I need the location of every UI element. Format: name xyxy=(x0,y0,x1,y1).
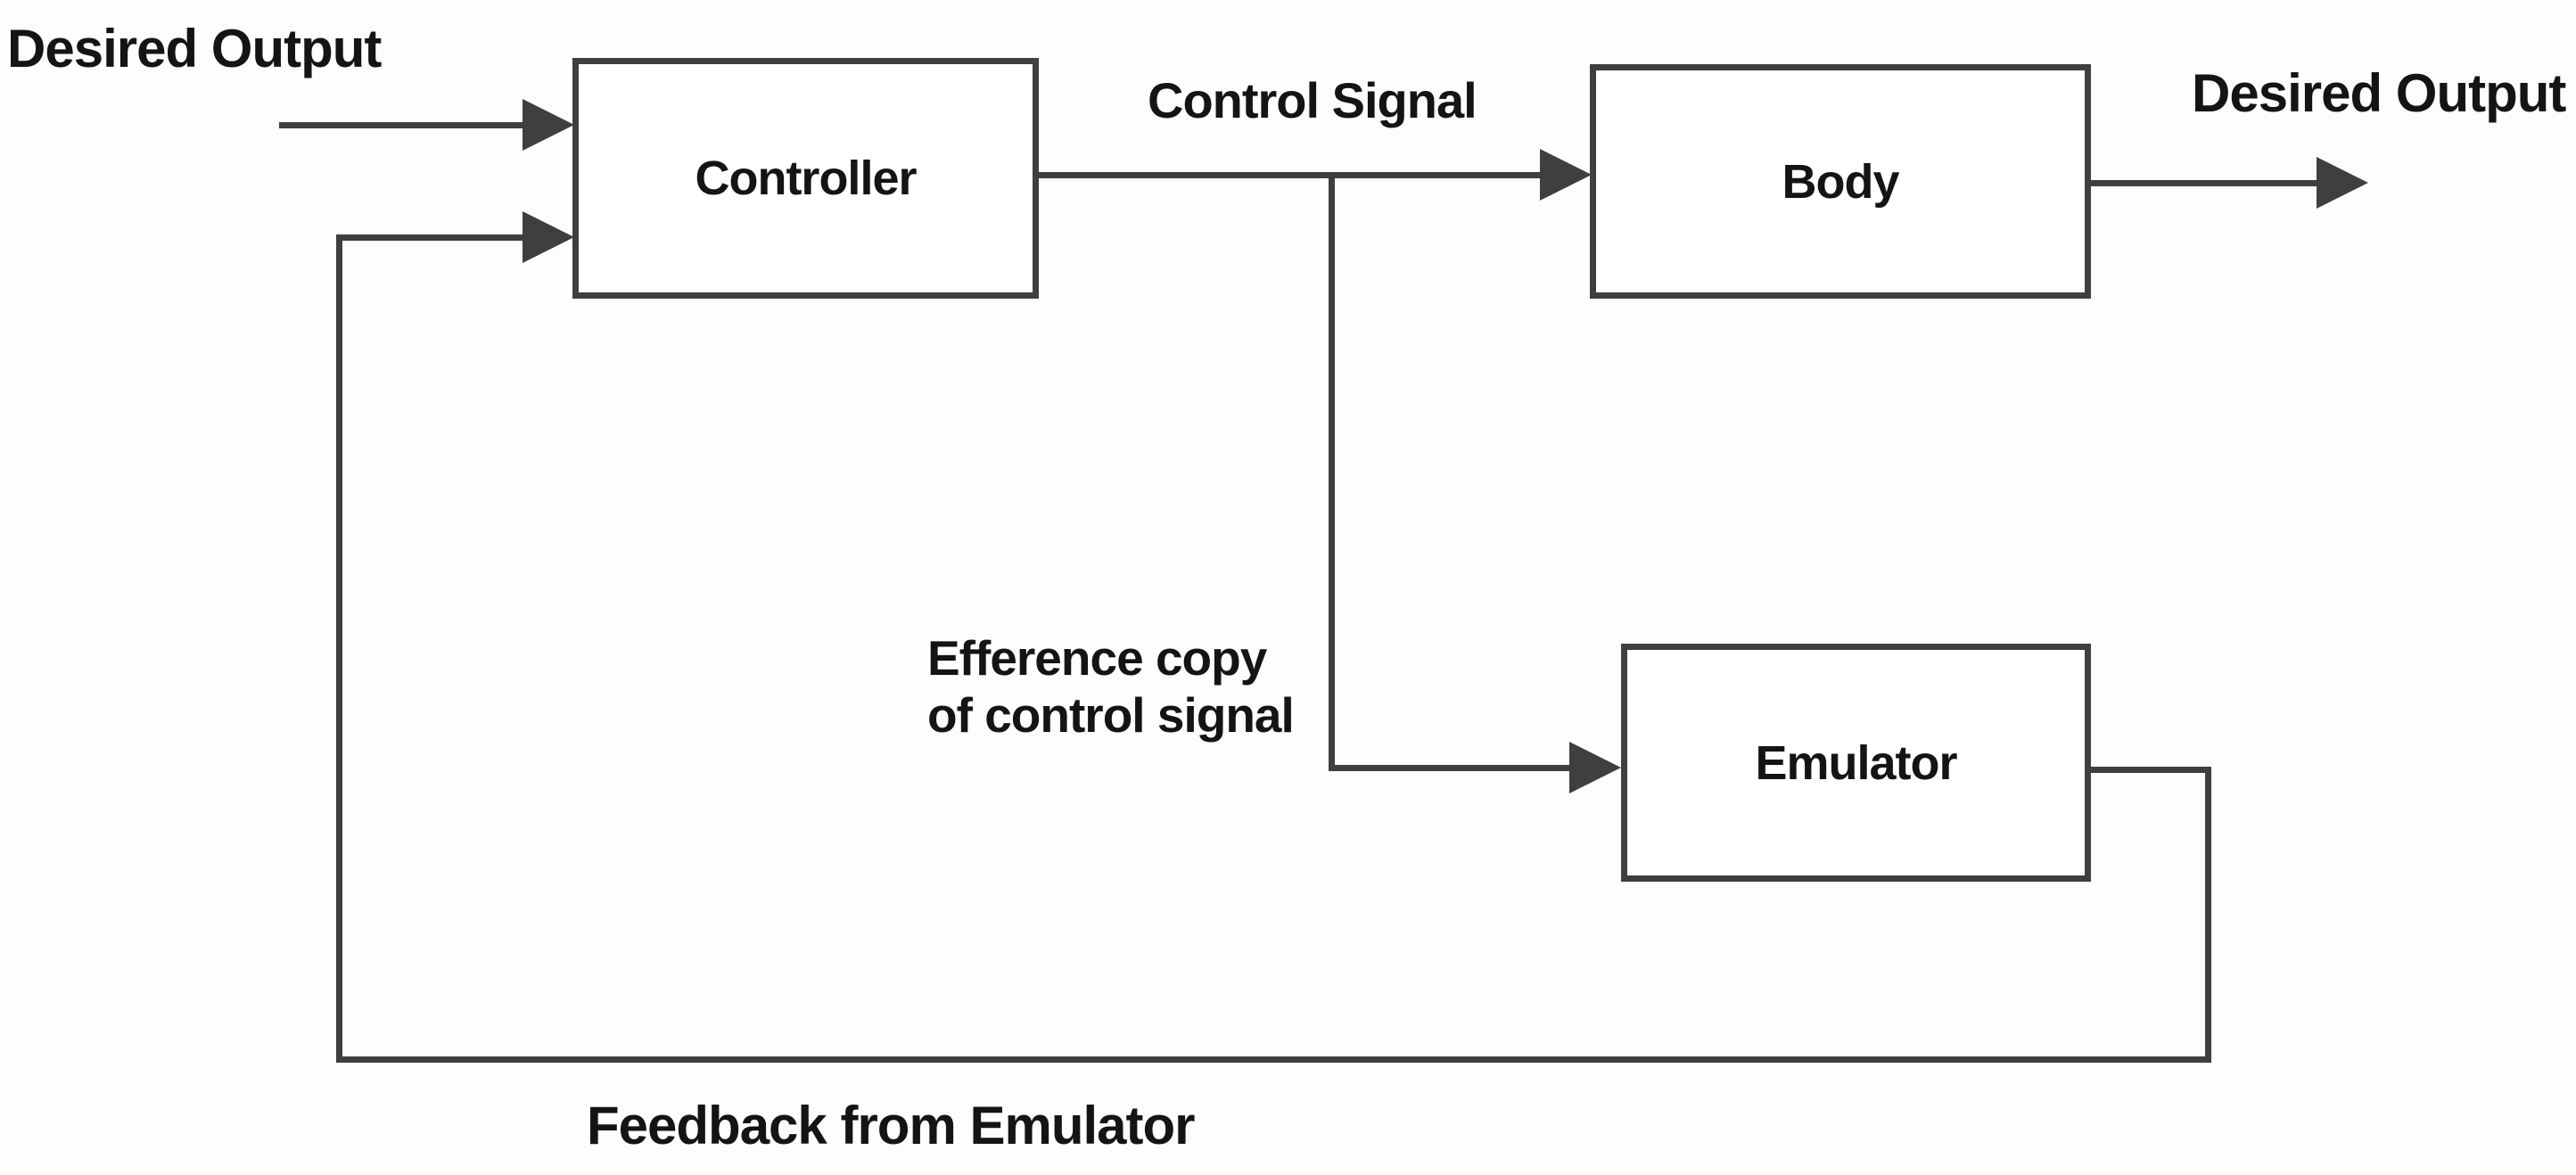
desired-output-out-line xyxy=(2091,180,2318,186)
efference-copy-label-line2: of control signal xyxy=(927,687,1295,743)
controller-box-label: Controller xyxy=(695,152,917,205)
emulator-box-label: Emulator xyxy=(1755,735,1957,790)
control-signal-line xyxy=(1039,172,1543,178)
efference-copy-label: Efference copy of control signal xyxy=(927,629,1295,744)
feedback-left-vertical-line xyxy=(336,234,342,1063)
desired-output-out-label: Desired Output xyxy=(2192,63,2566,123)
efference-branch-horizontal-line xyxy=(1329,765,1571,771)
body-input-arrowhead-icon xyxy=(1540,149,1592,201)
efference-copy-label-line1: Efference copy xyxy=(927,630,1267,686)
controller-input1-arrowhead-icon xyxy=(523,99,574,151)
feedback-from-emulator-label: Feedback from Emulator xyxy=(587,1096,1196,1155)
body-box-label: Body xyxy=(1782,154,1900,209)
controller-input2-line xyxy=(336,234,523,241)
body-box: Body xyxy=(1590,64,2091,299)
efference-branch-vertical-line xyxy=(1329,175,1335,771)
control-signal-label: Control Signal xyxy=(1148,72,1477,128)
controller-box: Controller xyxy=(572,58,1039,299)
controller-input2-arrowhead-icon xyxy=(523,211,574,263)
emulator-output-vertical-line xyxy=(2205,767,2211,1063)
emulator-input-arrowhead-icon xyxy=(1569,742,1621,793)
desired-output-in-label: Desired Output xyxy=(7,19,382,78)
desired-output-arrowhead-icon xyxy=(2317,157,2368,209)
emulator-box: Emulator xyxy=(1621,644,2091,882)
feedback-bottom-line xyxy=(336,1056,2211,1063)
emulator-output-horizontal-line xyxy=(2091,767,2210,773)
desired-output-in-line xyxy=(279,122,524,128)
